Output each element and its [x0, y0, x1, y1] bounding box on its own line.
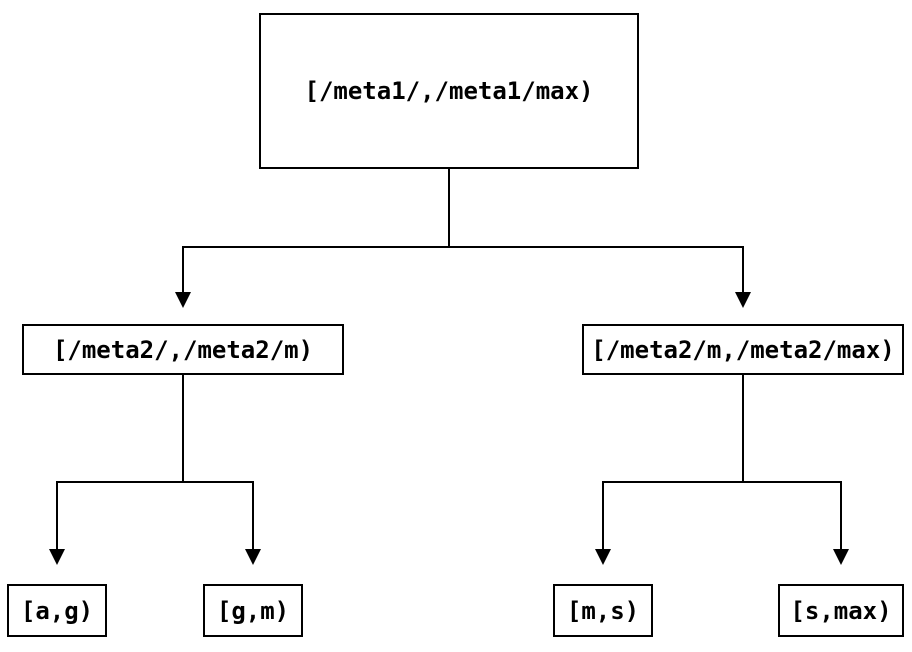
node-leaf-ag: [a,g) [7, 584, 107, 637]
node-leaf-ms-label: [m,s) [566, 596, 640, 625]
node-left-child: [/meta2/,/meta2/m) [22, 324, 344, 375]
node-leaf-smax-label: [s,max) [790, 596, 892, 625]
arrowhead-leaf-gm [245, 549, 261, 565]
node-right-child-label: [/meta2/m,/meta2/max) [591, 335, 895, 364]
arrowhead-leaf-ag [49, 549, 65, 565]
edge-right-child-leaf-ms [602, 374, 744, 551]
edge-left-child-leaf-ag [56, 374, 184, 551]
node-leaf-smax: [s,max) [778, 584, 904, 637]
edge-right-child-leaf-smax [742, 374, 842, 551]
node-leaf-gm: [g,m) [203, 584, 303, 637]
node-root: [/meta1/,/meta1/max) [259, 13, 639, 169]
node-leaf-ag-label: [a,g) [20, 596, 94, 625]
node-right-child: [/meta2/m,/meta2/max) [582, 324, 904, 375]
edge-root-left-child [182, 168, 450, 294]
node-left-child-label: [/meta2/,/meta2/m) [52, 335, 314, 364]
node-leaf-ms: [m,s) [553, 584, 653, 637]
arrowhead-leaf-ms [595, 549, 611, 565]
arrowhead-right-child [735, 292, 751, 308]
edge-left-child-leaf-gm [182, 374, 254, 551]
node-leaf-gm-label: [g,m) [216, 596, 290, 625]
arrowhead-left-child [175, 292, 191, 308]
node-root-label: [/meta1/,/meta1/max) [304, 77, 594, 105]
arrowhead-leaf-smax [833, 549, 849, 565]
edge-root-right-child [448, 168, 744, 294]
